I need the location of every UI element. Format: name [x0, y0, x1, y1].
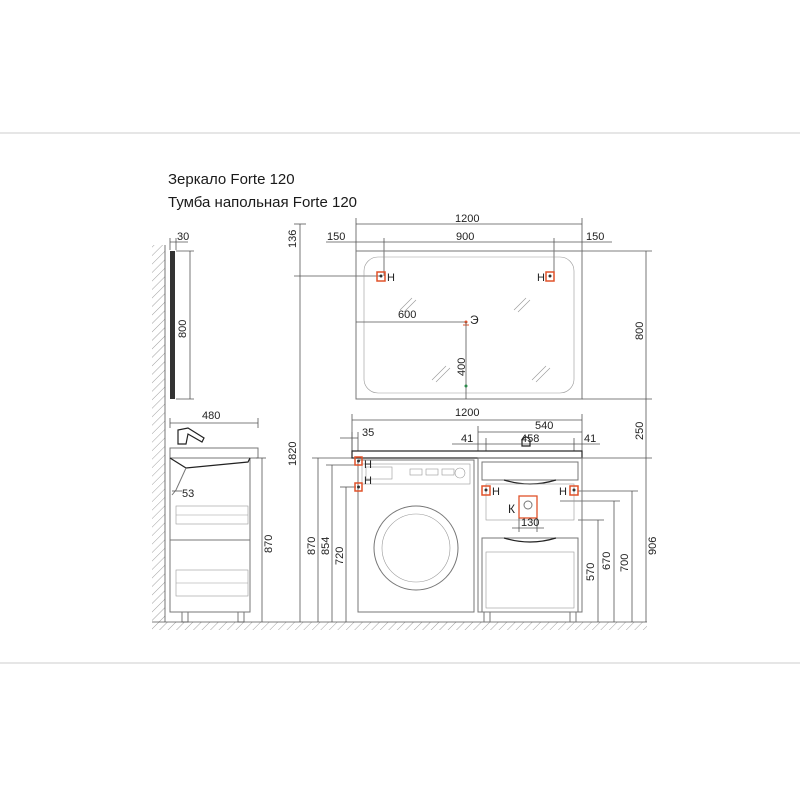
- washing-machine-door: [373, 505, 459, 591]
- dim-800-right: 800: [634, 322, 646, 340]
- side-view: 30 800 480 53 870: [152, 231, 275, 623]
- faucet-side: [177, 427, 205, 445]
- drawer-bottom: [481, 537, 579, 613]
- hanger-right-label: Н: [537, 272, 545, 284]
- dim-35: 35: [362, 427, 374, 439]
- washing-machine: [357, 459, 475, 613]
- drawer-top: [481, 461, 579, 481]
- dim-130: 130: [521, 517, 539, 529]
- dim-906: 906: [647, 537, 659, 555]
- drawer-unit: [477, 457, 583, 613]
- mirror-side: [170, 251, 175, 399]
- dim-458: 458: [521, 433, 539, 445]
- dim-600: 600: [398, 309, 416, 321]
- title-cabinet: Тумба напольная Forte 120: [168, 194, 357, 211]
- drawer-top-handle: [503, 479, 557, 485]
- cab-hanger-right-b-label: Н: [559, 486, 567, 498]
- dim-53: 53: [182, 488, 194, 500]
- cab-hanger-left-1-label: Н: [364, 459, 372, 471]
- drawer-bottom-handle: [503, 537, 557, 543]
- dim-30: 30: [177, 231, 189, 243]
- dim-250: 250: [634, 422, 646, 440]
- floor-hatch: [152, 622, 647, 630]
- dim-870-side: 870: [263, 535, 275, 553]
- title-mirror: Зеркало Forte 120: [168, 171, 295, 188]
- drain-label: К: [508, 502, 515, 516]
- dim-720: 720: [334, 547, 346, 565]
- wall-hatch: [152, 245, 165, 622]
- dim-41-right: 41: [584, 433, 596, 445]
- dim-670: 670: [601, 552, 613, 570]
- basin-profile: [169, 457, 251, 469]
- cab-hanger-right-b: [569, 485, 579, 496]
- hanger-right-marker: [545, 271, 555, 282]
- front-left-dims: 136 1820 870 854 720 35: [287, 223, 380, 622]
- dim-150-left: 150: [327, 231, 345, 243]
- mirror-front: 1200 150 900 150 Н Н 600 Э 400: [326, 213, 612, 400]
- dim-800-side: 800: [177, 320, 189, 338]
- faucet-front: [521, 436, 531, 447]
- socket-label: Э: [470, 313, 479, 327]
- dim-900: 900: [456, 231, 474, 243]
- cabinet-side: [169, 447, 259, 613]
- cab-hanger-left-1: [354, 456, 363, 466]
- cab-hanger-right-a: [481, 485, 491, 496]
- dim-150-right: 150: [586, 231, 604, 243]
- cab-hanger-right-a-label: Н: [492, 486, 500, 498]
- dim-870-front: 870: [306, 537, 318, 555]
- dim-400: 400: [456, 358, 468, 376]
- dim-570: 570: [585, 563, 597, 581]
- drain-outlet: [518, 495, 538, 519]
- front-right-dims: 800 250 906 700 670 570: [560, 250, 659, 622]
- dim-700: 700: [619, 554, 631, 572]
- cabinet-front: 1200 540 41 458 41: [351, 407, 600, 623]
- dim-41-left: 41: [461, 433, 473, 445]
- countertop: [351, 450, 583, 459]
- dim-1820: 1820: [287, 442, 299, 466]
- dim-480: 480: [202, 410, 220, 422]
- dim-1200-cabinet: 1200: [455, 407, 479, 419]
- dim-540: 540: [535, 420, 553, 432]
- hanger-left-marker: [376, 271, 386, 282]
- dim-136: 136: [287, 230, 299, 248]
- mirror-outline: [355, 250, 583, 400]
- hanger-left-label: Н: [387, 272, 395, 284]
- mirror-led-frame: [363, 256, 575, 394]
- cab-hanger-left-2-label: Н: [364, 475, 372, 487]
- dim-1200-mirror: 1200: [455, 213, 479, 225]
- dim-854: 854: [320, 537, 332, 555]
- cab-hanger-left-2: [354, 482, 363, 492]
